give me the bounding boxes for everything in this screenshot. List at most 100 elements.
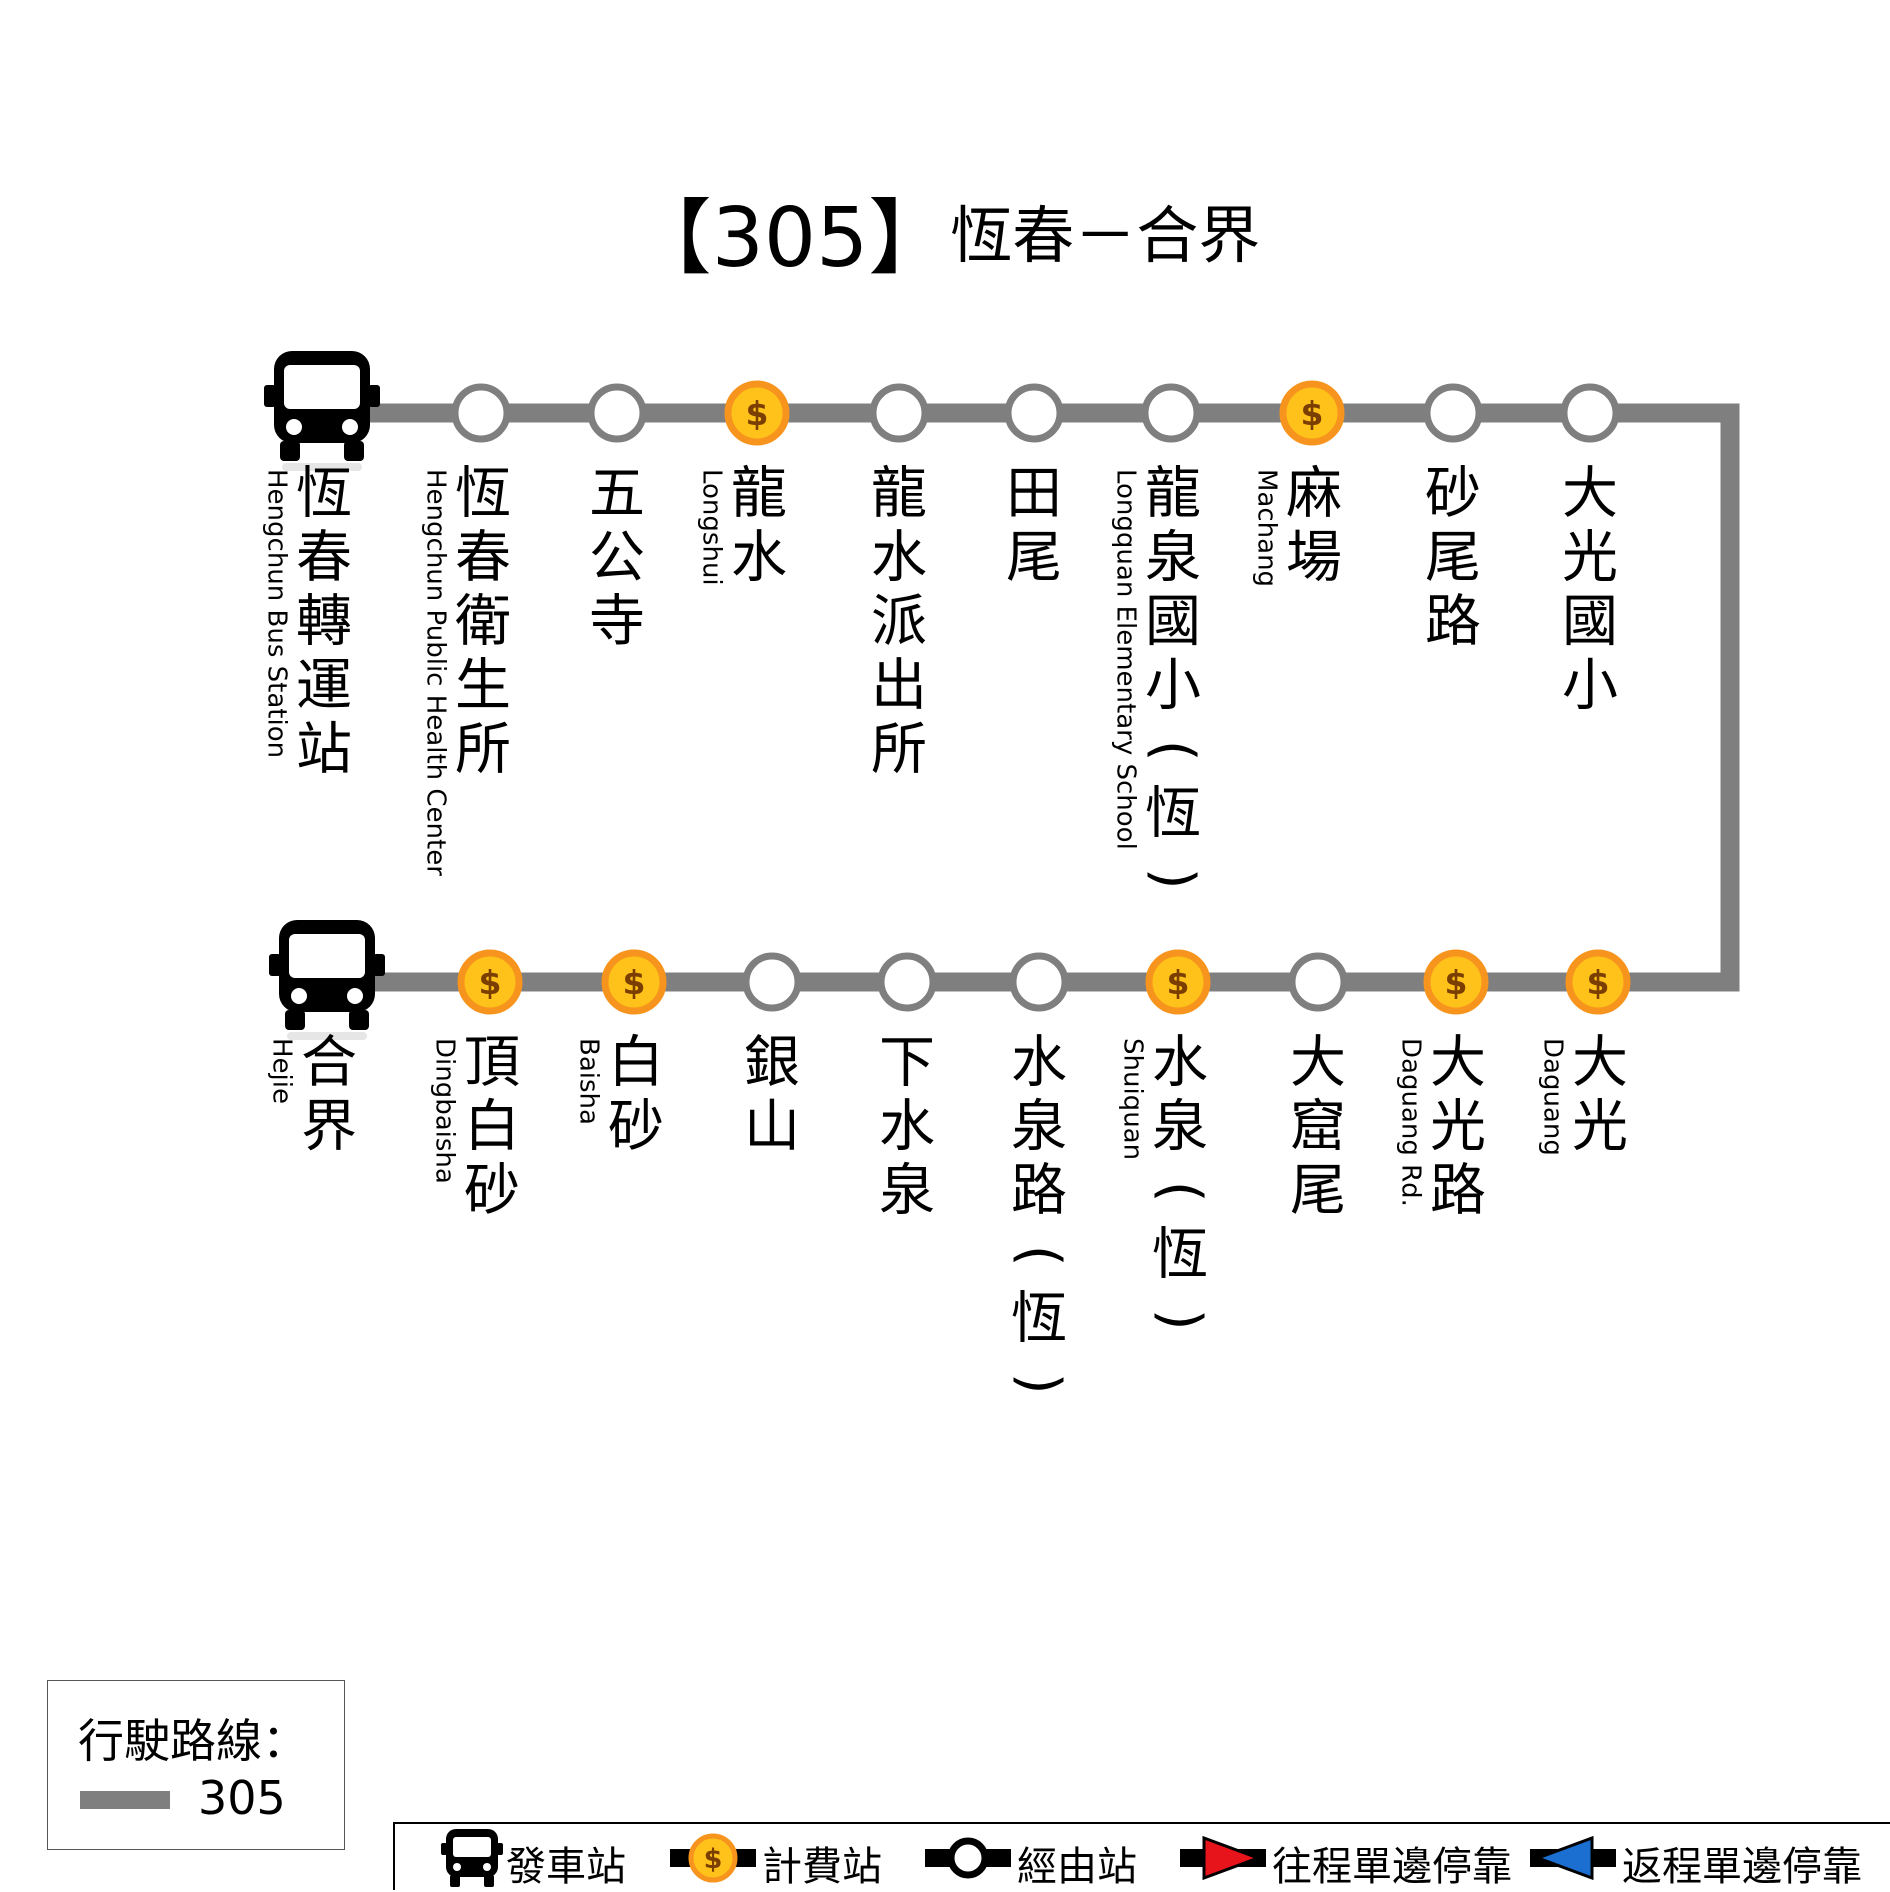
stop-name-en: Dingbaisha [430,1038,460,1184]
stop-name: 合界 [301,1031,357,1160]
bus-wheel [285,1010,305,1030]
stop-name-char: 寺 [589,590,645,655]
legend-return: 返程單邊停靠 [1530,1824,1870,1892]
stop-name-en: Hejie [267,1038,297,1104]
stop-name-char: 光 [1562,526,1618,591]
route-number: 【305】 [629,190,951,286]
stop-name-char: 尾 [1290,1159,1346,1224]
route-legend-line [80,1791,170,1809]
bus-headlight [342,419,358,435]
stop-name-char: ) [1141,868,1206,890]
stop-name-en: Longshui [697,469,727,586]
stop-name-char: 所 [871,718,927,783]
stop-name-char: 山 [744,1095,800,1160]
stop-name: 龍水 [731,462,787,591]
stop-name-char: 路 [1425,590,1481,655]
stop-name-char: 生 [455,654,511,719]
bus-mirror [368,385,380,407]
stop-name-char: 水 [879,1095,935,1160]
stop-name-char: 路 [1430,1159,1486,1224]
legend-return-label: 返程單邊停靠 [1622,1844,1862,1890]
stop-circle [1288,952,1348,1012]
stop-name-en: Hengchun Bus Station [262,469,292,758]
stop-name-char: 恆 [455,462,511,527]
stop-name-char: 運 [296,654,352,719]
stop-name: 五公寺 [589,462,645,655]
stop-name-char: 砂 [1425,462,1481,527]
legend-via-label: 經由站 [1017,1844,1137,1890]
stop-name: 砂尾路 [1425,462,1481,655]
stop-name-char: 恆 [1152,1223,1208,1288]
stop-name-char: 水 [1152,1031,1208,1096]
bus-headlight [291,988,307,1004]
stop-name-char: 小 [1562,654,1618,719]
stop-name-char: 龍 [731,462,787,527]
stop-name-en: Daguang [1538,1038,1568,1156]
bus-wheel [344,441,364,461]
stop-name-char: 泉 [1145,526,1201,591]
bus-icon [264,351,380,471]
route-name: 恆春－合界 [950,199,1261,272]
stop-name: 大窟尾 [1290,1031,1346,1224]
stop-name-char: 出 [871,654,927,719]
coin-glyph: $ [623,963,646,1002]
stop-name: 銀山 [744,1031,800,1160]
stop-name-char: 頂 [464,1031,520,1096]
bus-window [284,365,360,409]
coin-icon [1423,949,1489,1015]
legend-fare-label: 計費站 [762,1844,882,1890]
bus-icon [269,920,385,1040]
stop-name-char: 五 [589,462,645,527]
stop-name: 頂白砂 [464,1031,520,1224]
bus-wheel [349,1010,369,1030]
stop-name-char: 麻 [1286,462,1342,527]
bus-headlight [286,419,302,435]
stop-name-char: ( [1141,740,1206,762]
coin-icon [724,380,790,446]
stop-circle [869,383,929,443]
stop-circle [1009,952,1069,1012]
stop-name-char: 尾 [1425,526,1481,591]
stop-name-char: 衛 [455,590,511,655]
bus-wheel [280,441,300,461]
via-stop-icon [925,1837,1011,1879]
stop-name-char: ( [1007,1245,1072,1267]
stop-name-char: 界 [301,1095,357,1160]
stop-name-char: 合 [301,1031,357,1096]
return-arrow-icon [1530,1835,1616,1881]
stop-name-char: 大 [1430,1031,1486,1096]
stop-name-char: 泉 [1152,1095,1208,1160]
coin-icon: $ [670,1833,756,1883]
stop-name-en: Shuiquan [1118,1038,1148,1160]
stop-name-char: 尾 [1006,526,1062,591]
stop-circle [742,952,802,1012]
stop-circle [1423,383,1483,443]
bus-mirror [264,385,276,407]
stop-name-char: 下 [879,1031,935,1096]
stop-name: 下水泉 [879,1031,935,1224]
stop-name-en: Daguang Rd. [1396,1038,1426,1207]
legend-terminal: 發車站 [440,1824,640,1892]
stop-name: 水泉(恆) [1148,1031,1213,1331]
bus-shadow [282,463,362,471]
stop-circle [451,383,511,443]
legend-fare: $ 計費站 [670,1824,910,1892]
stop-name: 水泉路(恆) [1007,1031,1072,1395]
coin-glyph: $ [1587,963,1610,1002]
stop-name-char: 路 [1011,1159,1067,1224]
stop-name-char: 國 [1562,590,1618,655]
stop-name-char: 站 [296,718,352,783]
stop-name-char: 光 [1430,1095,1486,1160]
stop-circle [1141,383,1201,443]
stop-name-char: 恆 [296,462,352,527]
route-legend-label: 行駛路線： [78,1714,308,1768]
stop-circle [1004,383,1064,443]
stop-name-char: 水 [1011,1031,1067,1096]
coin-icon [1565,949,1631,1015]
stop-name: 大光 [1572,1031,1628,1160]
legend-outbound: 往程單邊停靠 [1180,1824,1512,1892]
route-title: 【305】 恆春－合界 [0,170,1890,290]
stop-name-char: 恆 [1011,1287,1067,1352]
stop-name-char: 國 [1145,590,1201,655]
